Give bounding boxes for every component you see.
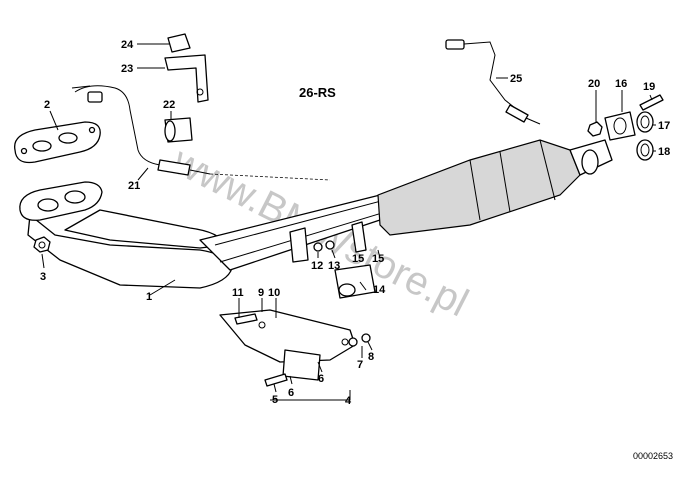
document-id: 00002653 [633,451,673,461]
callout-15b: 15 [372,253,384,265]
diagram-title: 26-RS [299,85,336,100]
callout-10: 10 [268,287,280,299]
rubber-mount-14[interactable] [334,264,376,299]
hex-nut-3[interactable] [33,236,51,253]
callout-18: 18 [658,146,670,158]
callout-23: 23 [121,63,133,75]
callout-1: 1 [146,291,152,303]
callout-2: 2 [44,99,50,111]
callout-19: 19 [643,81,655,93]
bolts-5-11[interactable] [234,313,371,387]
callout-6a: 6 [288,387,294,399]
callout-11: 11 [232,287,244,299]
callout-22: 22 [163,99,175,111]
clamp-24[interactable] [167,33,191,53]
oxygen-sensor-cable[interactable] [71,85,331,181]
callout-13: 13 [328,260,340,272]
callout-labels: 1 2 3 4 5 6 6 7 8 9 10 11 12 13 14 15 15… [40,39,670,407]
rear-oxygen-sensor[interactable] [445,39,541,125]
nut-20[interactable] [587,121,603,137]
callout-21: 21 [128,180,140,192]
catalytic-converter[interactable] [377,139,613,236]
callout-9: 9 [258,287,264,299]
bracket-12-13[interactable] [289,227,335,263]
callout-15a: 15 [352,253,364,265]
callout-14: 14 [373,284,386,296]
leader-lines [41,43,656,401]
sensor-clip-22[interactable] [164,117,193,143]
callout-25: 25 [510,73,522,85]
callout-17: 17 [658,120,670,132]
callout-7: 7 [357,359,363,371]
callout-16: 16 [615,78,627,90]
mounting-bracket-4[interactable] [219,309,356,381]
sealing-ring-18[interactable] [636,139,654,161]
sealing-ring-17[interactable] [636,111,654,133]
callout-8: 8 [368,351,374,363]
callout-24: 24 [121,39,134,51]
bolt-19[interactable] [639,94,664,111]
callout-6b: 6 [318,373,324,385]
callout-4: 4 [345,395,352,407]
rear-flange-16[interactable] [604,111,636,141]
callout-5: 5 [272,394,278,406]
callout-20: 20 [588,78,600,90]
bracket-23[interactable] [164,54,209,103]
callout-3: 3 [40,271,46,283]
manifold-gasket[interactable] [14,121,101,164]
hanger-15[interactable] [351,221,367,253]
callout-12: 12 [311,260,323,272]
